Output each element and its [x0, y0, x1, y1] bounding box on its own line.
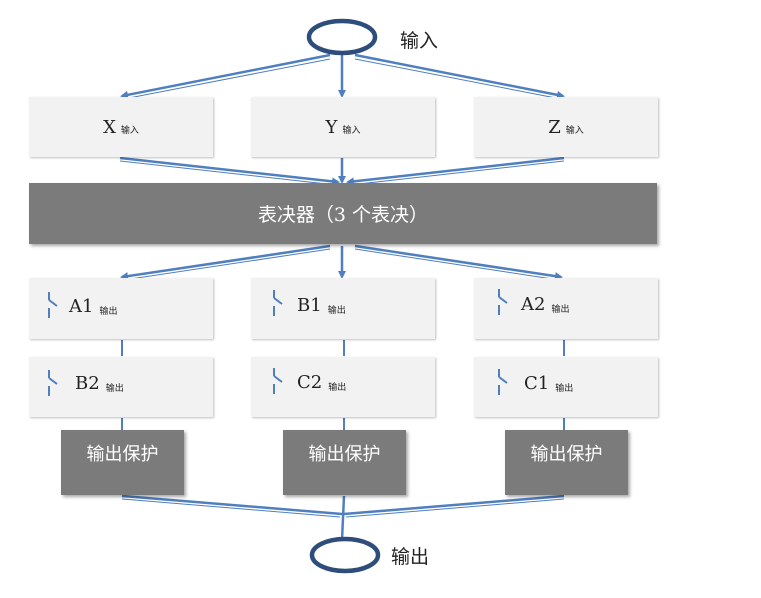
input-z-name: Z [548, 116, 561, 138]
input-box-z: Z 输入 [474, 97, 658, 157]
series-links [121, 340, 565, 430]
output-protection-2: 输出保护 [283, 430, 406, 495]
output-terminal [309, 536, 381, 574]
channel-arrows [120, 244, 563, 281]
input-y-name: Y [325, 116, 338, 138]
input-x-name: X [103, 116, 116, 138]
input-box-x: X 输入 [29, 97, 213, 157]
voter-arrows [119, 156, 565, 186]
input-terminal [306, 18, 378, 56]
switch-contact-icon [273, 368, 283, 394]
switch-contact-icon [273, 290, 283, 316]
input-label: 输入 [400, 30, 439, 52]
switch-contact-icon [498, 369, 508, 395]
output-protection-3: 输出保护 [505, 430, 628, 495]
switch-contact-icon [48, 292, 58, 318]
input-y-suffix: 输入 [342, 125, 361, 136]
output-protection-1: 输出保护 [61, 430, 184, 495]
output-label: 输出 [391, 546, 430, 568]
input-arrows [120, 53, 565, 100]
switch-contact-icon [48, 370, 58, 396]
switch-contact-icon [498, 289, 508, 315]
output-wires [121, 494, 565, 541]
voter-box: 表决器（3 个表决） [29, 183, 657, 244]
input-z-suffix: 输入 [565, 125, 584, 136]
input-box-y: Y 输入 [251, 97, 435, 157]
input-x-suffix: 输入 [120, 125, 139, 136]
